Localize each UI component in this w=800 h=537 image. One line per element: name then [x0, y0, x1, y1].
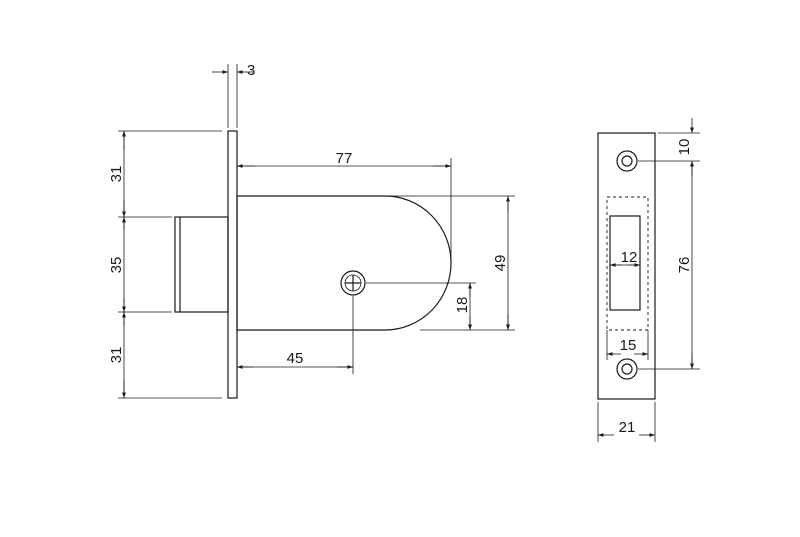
dim-label-35: 35 — [108, 257, 125, 274]
dim-label-18: 18 — [454, 297, 471, 314]
dim-body-height: 49 — [390, 195, 515, 331]
dim-label-12: 12 — [621, 249, 638, 266]
strike-plate-front-view — [597, 132, 656, 400]
dim-label-top-31: 31 — [108, 166, 125, 183]
dim-label-21: 21 — [619, 419, 636, 436]
spindle-screw-icon — [340, 270, 366, 296]
strike-plate — [597, 132, 656, 400]
bolt-slot — [609, 215, 641, 311]
faceplate — [227, 130, 238, 399]
bolt-recess — [606, 196, 649, 331]
dim-slot-width: 12 — [610, 249, 640, 267]
screw-hole-bottom-icon — [616, 358, 638, 380]
dim-backset: 45 — [237, 296, 354, 374]
dim-strike-height: 76 — [638, 161, 700, 370]
dim-slot-outer-width: 15 — [606, 330, 649, 360]
dim-faceplate-thickness: 3 — [212, 62, 255, 128]
dim-label-77: 77 — [336, 150, 353, 167]
dim-strike-width: 21 — [597, 402, 656, 442]
dim-label-15: 15 — [620, 337, 637, 354]
dim-keyhole-height: 18 — [366, 282, 476, 330]
bolt — [174, 216, 229, 313]
dim-label-45: 45 — [287, 350, 304, 367]
lock-body — [236, 195, 452, 331]
screw-hole-top-icon — [616, 150, 638, 172]
dim-label-76: 76 — [676, 257, 693, 274]
dim-label-bottom-31: 31 — [108, 347, 125, 364]
dim-label-49: 49 — [492, 255, 509, 272]
lock-side-view — [174, 130, 452, 399]
dim-left-stack: 31 35 31 — [108, 130, 222, 399]
dim-screw-offset: 10 — [638, 118, 700, 176]
dim-body-length: 77 — [237, 150, 452, 265]
dim-label-10: 10 — [676, 139, 693, 156]
dim-label-3: 3 — [247, 62, 255, 79]
